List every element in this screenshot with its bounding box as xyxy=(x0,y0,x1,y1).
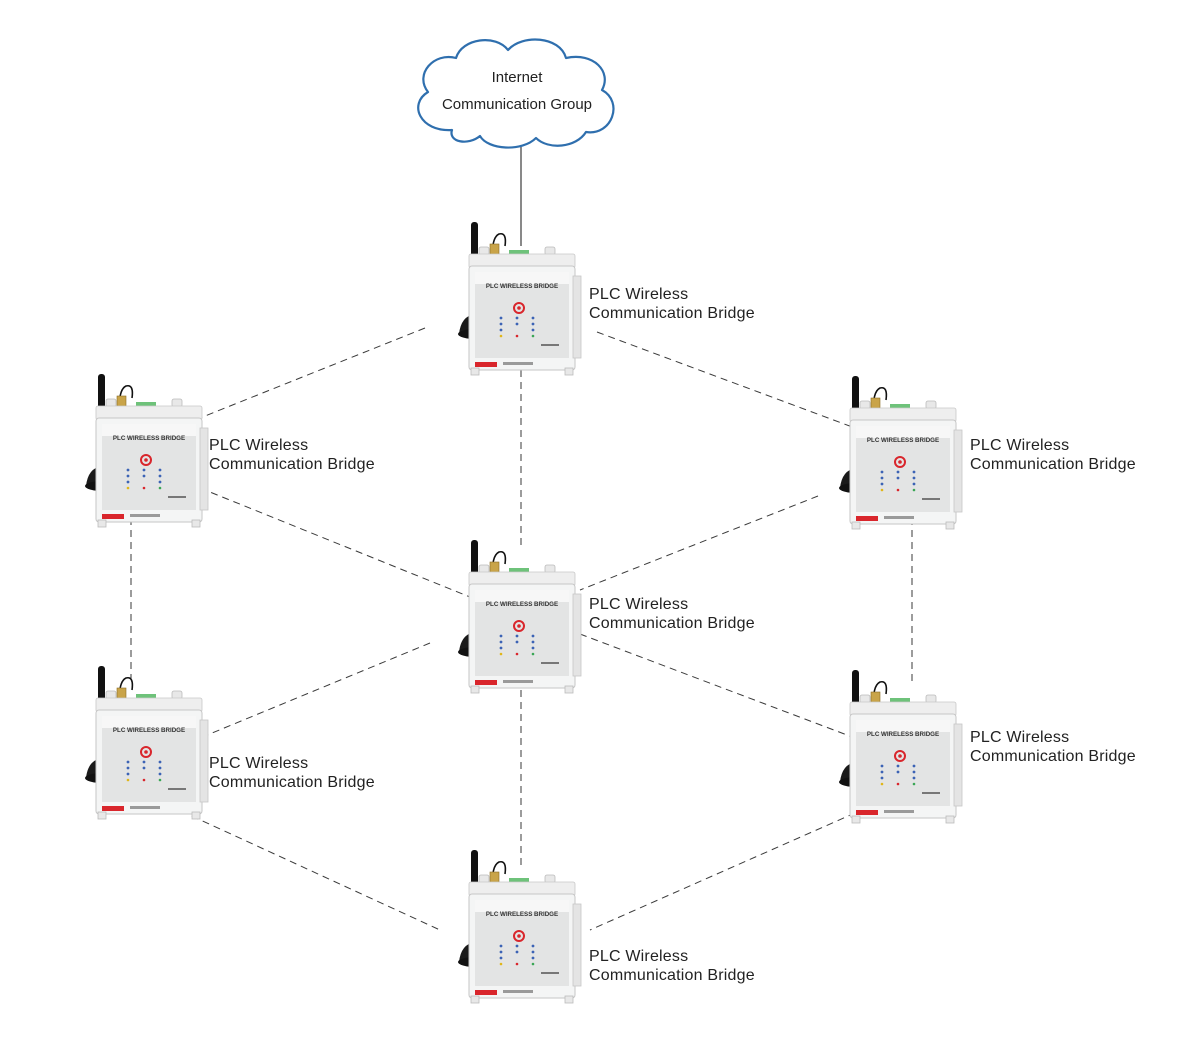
node-label-line2: Communication Bridge xyxy=(589,967,755,984)
device-panel-title: PLC WIRELESS BRIDGE xyxy=(113,435,185,442)
node-label-line1: PLC Wireless xyxy=(209,755,309,772)
link-left-upper-center xyxy=(199,487,471,598)
node-label-line1: PLC Wireless xyxy=(589,286,689,303)
device-left-lower: PLC WIRELESS BRIDGE xyxy=(85,666,208,819)
device-panel-title: PLC WIRELESS BRIDGE xyxy=(486,601,558,608)
device-top: PLC WIRELESS BRIDGE xyxy=(458,222,581,375)
devices-layer: PLC WIRELESS BRIDGE PLC WIRELESS BRIDGE … xyxy=(85,222,962,1003)
node-label-line1: PLC Wireless xyxy=(970,437,1070,454)
link-center-left-lower xyxy=(199,642,431,739)
device-panel-title: PLC WIRELESS BRIDGE xyxy=(867,731,939,738)
link-left-lower-bottom xyxy=(169,805,441,931)
node-label-left-lower: PLC Wireless Communication Bridge xyxy=(209,754,375,792)
link-right-lower-bottom xyxy=(589,812,856,931)
node-label-line2: Communication Bridge xyxy=(970,748,1136,765)
device-panel-title: PLC WIRELESS BRIDGE xyxy=(867,437,939,444)
node-label-line1: PLC Wireless xyxy=(209,437,309,454)
device-panel-title: PLC WIRELESS BRIDGE xyxy=(486,911,558,918)
link-top-left-upper xyxy=(199,327,426,419)
node-label-right-upper: PLC Wireless Communication Bridge xyxy=(970,436,1136,474)
node-label-line2: Communication Bridge xyxy=(970,456,1136,473)
node-label-line2: Communication Bridge xyxy=(209,456,375,473)
device-panel-title: PLC WIRELESS BRIDGE xyxy=(486,283,558,290)
node-label-right-lower: PLC Wireless Communication Bridge xyxy=(970,728,1136,766)
cloud-label-line1: Internet xyxy=(491,69,543,86)
cloud-label: Internet Communication Group xyxy=(412,64,622,118)
cloud-label-line2: Communication Group xyxy=(441,96,593,113)
device-left-upper: PLC WIRELESS BRIDGE xyxy=(85,374,208,527)
node-label-bottom: PLC Wireless Communication Bridge xyxy=(589,947,755,985)
node-label-left-upper: PLC Wireless Communication Bridge xyxy=(209,436,375,474)
device-right-lower: PLC WIRELESS BRIDGE xyxy=(839,670,962,823)
node-label-line1: PLC Wireless xyxy=(970,729,1070,746)
device-right-upper: PLC WIRELESS BRIDGE xyxy=(839,376,962,529)
node-label-line2: Communication Bridge xyxy=(589,305,755,322)
link-right-upper-center xyxy=(579,495,819,591)
node-label-line1: PLC Wireless xyxy=(589,948,689,965)
device-panel-title: PLC WIRELESS BRIDGE xyxy=(113,727,185,734)
link-top-right-upper xyxy=(596,331,856,429)
node-label-top: PLC Wireless Communication Bridge xyxy=(589,285,755,323)
device-bottom: PLC WIRELESS BRIDGE xyxy=(458,850,581,1003)
node-label-line2: Communication Bridge xyxy=(209,774,375,791)
node-label-center: PLC Wireless Communication Bridge xyxy=(589,595,755,633)
node-label-line1: PLC Wireless xyxy=(589,596,689,613)
device-center: PLC WIRELESS BRIDGE xyxy=(458,540,581,693)
link-center-right-lower xyxy=(579,633,856,739)
node-label-line2: Communication Bridge xyxy=(589,615,755,632)
internet-cloud-icon xyxy=(417,38,615,149)
links-layer xyxy=(130,146,913,931)
